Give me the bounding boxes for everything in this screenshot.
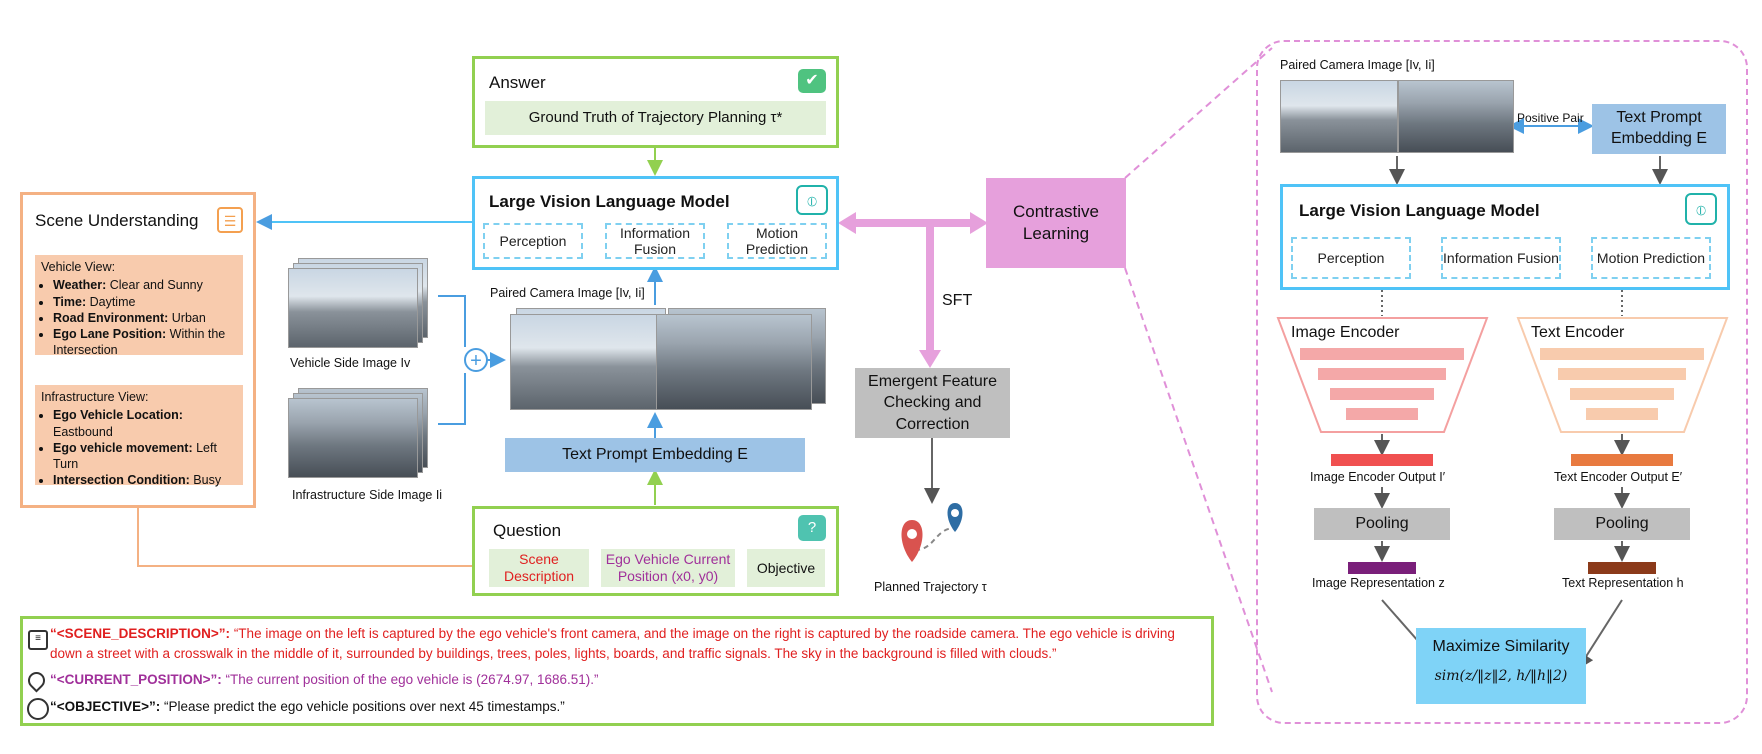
infra-view-heading: Infrastructure View:: [41, 390, 149, 404]
scene-understanding-box: Scene Understanding ☰ Vehicle View: Weat…: [20, 192, 256, 508]
list-item: Intersection Condition: Busy: [53, 472, 237, 488]
steering-wheel-icon: [27, 698, 49, 720]
maximize-similarity-label: Maximize Similarity: [1432, 638, 1570, 655]
image-representation-label: Image Representation z: [1312, 576, 1445, 590]
image-encoder-label: Image Encoder: [1291, 324, 1400, 341]
lvlm-box: Large Vision Language Model ⦶ Perception…: [472, 176, 839, 270]
infra-side-image: [288, 398, 418, 478]
rp-vehicle-image: [1280, 80, 1398, 153]
robot-book-icon: ⦶: [796, 185, 828, 215]
scene-understanding-title: Scene Understanding: [35, 211, 199, 230]
planned-trajectory-label: Planned Trajectory τ: [874, 580, 987, 594]
lvlm-title: Large Vision Language Model: [489, 192, 730, 211]
contrastive-detail-panel: [1256, 40, 1748, 724]
list-item: Weather: Clear and Sunny: [53, 277, 237, 293]
text-representation-label: Text Representation h: [1562, 576, 1684, 590]
rp-paired-camera-label: Paired Camera Image [Iv, Ii]: [1280, 58, 1435, 72]
question-title: Question: [493, 521, 562, 540]
emergent-feature-box: Emergent Feature Checking and Correction: [855, 368, 1010, 438]
current-position-row: “<CURRENT_POSITION>”: “The current posit…: [50, 672, 599, 687]
pooling-right-box: Pooling: [1554, 508, 1690, 540]
list-item: Road Environment: Urban: [53, 310, 237, 326]
vehicle-view-heading: Vehicle View:: [41, 260, 116, 274]
list-item: Ego vehicle movement: Left Turn: [53, 440, 237, 473]
text-encoder-label: Text Encoder: [1531, 324, 1625, 341]
scene-doc-icon: ☰: [217, 207, 243, 233]
rp-lvlm-title: Large Vision Language Model: [1299, 201, 1540, 220]
sft-label: SFT: [942, 292, 973, 309]
info-fusion-box: Information Fusion: [605, 223, 705, 259]
motion-prediction-box: Motion Prediction: [727, 223, 827, 259]
list-item: Time: Daytime: [53, 294, 237, 310]
rp-perception-box: Perception: [1291, 237, 1411, 279]
ego-position-chip: Ego Vehicle Current Position (x0, y0): [601, 549, 735, 587]
scene-description-row: “<SCENE_DESCRIPTION>”: “The image on the…: [50, 626, 1175, 661]
rp-robot-book-icon: ⦶: [1685, 193, 1717, 225]
question-box: Question ? Scene Description Ego Vehicle…: [472, 506, 839, 596]
paired-vehicle-image: [510, 314, 660, 410]
perception-box: Perception: [483, 223, 583, 259]
rp-text-prompt-box: Text Prompt Embedding E: [1592, 104, 1726, 154]
document-icon: ≡: [28, 630, 48, 650]
chat-question-icon: ?: [798, 515, 826, 541]
chat-check-icon: ✔: [798, 69, 826, 93]
vehicle-side-image: [288, 268, 418, 348]
infra-view-card: Infrastructure View: Ego Vehicle Locatio…: [35, 385, 243, 488]
concat-plus-icon: +: [464, 348, 488, 372]
text-prompt-box: Text Prompt Embedding E: [505, 438, 805, 472]
paired-camera-label: Paired Camera Image [Iv, Ii]: [490, 286, 645, 300]
rp-infra-image: [1398, 80, 1514, 153]
scene-description-chip: Scene Description: [489, 549, 589, 587]
paired-infra-image: [656, 314, 812, 410]
similarity-formula: sim(z/‖z‖2, h/‖h‖2): [1434, 668, 1568, 684]
vehicle-side-label: Vehicle Side Image Iv: [290, 356, 411, 370]
pooling-left-box: Pooling: [1314, 508, 1450, 540]
text-encoder-output-label: Text Encoder Output E′: [1554, 470, 1683, 484]
infra-side-label: Infrastructure Side Image Ii: [292, 488, 443, 502]
rp-info-fusion-box: Information Fusion: [1441, 237, 1561, 279]
ground-truth-box: Ground Truth of Trajectory Planning τ*: [485, 101, 826, 135]
objective-chip: Objective: [747, 549, 825, 587]
answer-box: Answer ✔ Ground Truth of Trajectory Plan…: [472, 56, 839, 148]
positive-pair-label: Positive Pair: [1517, 111, 1584, 125]
vehicle-view-card: Vehicle View: Weather: Clear and Sunny T…: [35, 255, 243, 357]
rp-lvlm-box: Large Vision Language Model ⦶ Perception…: [1280, 184, 1730, 290]
maximize-similarity-box: Maximize Similarity sim(z/‖z‖2, h/‖h‖2): [1416, 628, 1586, 704]
prompt-legend-box: [20, 616, 1214, 726]
answer-title: Answer: [489, 73, 546, 92]
list-item: Ego Vehicle Location: Eastbound: [53, 407, 237, 440]
image-encoder-output-label: Image Encoder Output I′: [1310, 470, 1446, 484]
objective-row: “<OBJECTIVE>”: “Please predict the ego v…: [50, 699, 565, 714]
rp-motion-prediction-box: Motion Prediction: [1591, 237, 1711, 279]
list-item: Ego Lane Position: Within the Intersecti…: [53, 326, 237, 359]
contrastive-learning-box: Contrastive Learning: [986, 178, 1126, 268]
